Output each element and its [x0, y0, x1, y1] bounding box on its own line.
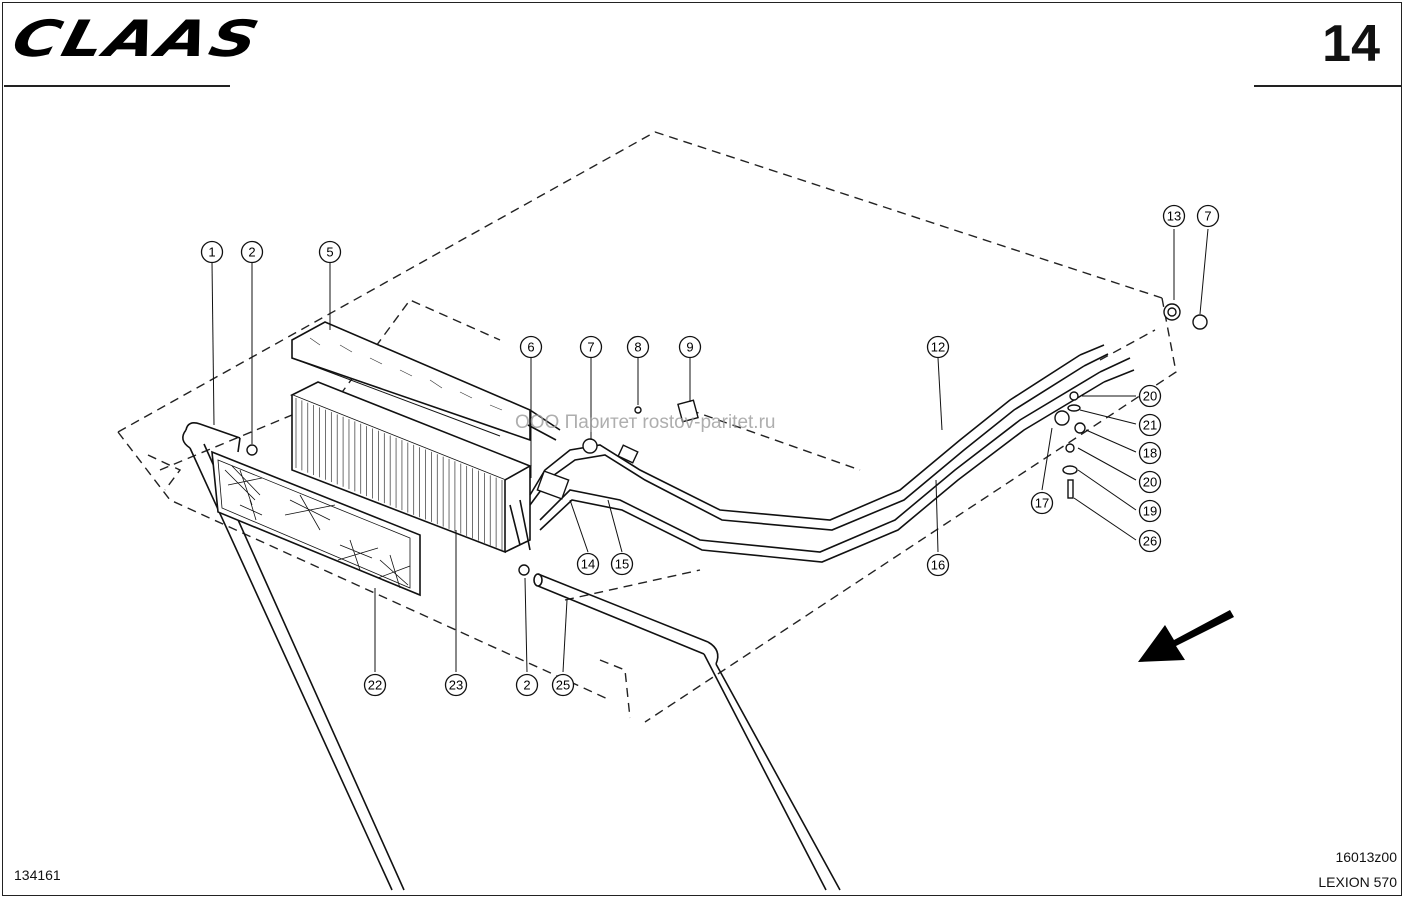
filter-pad [211, 450, 421, 597]
svg-text:12: 12 [931, 340, 945, 355]
drawing-reference: 134161 [14, 867, 61, 883]
leader-lines [211, 228, 1209, 673]
page-number: 14 [1322, 15, 1380, 73]
cover-panel [291, 321, 531, 442]
coolant-hoses [509, 344, 1135, 563]
svg-text:25: 25 [556, 678, 570, 693]
svg-text:2: 2 [523, 678, 530, 693]
svg-text:9: 9 [686, 340, 693, 355]
callout-9: 9 [678, 335, 702, 359]
callout-17: 17 [1030, 491, 1054, 515]
callout-20b: 20 [1138, 470, 1162, 494]
callout-7b: 7 [1196, 204, 1220, 228]
callout-5: 5 [318, 240, 342, 264]
svg-text:23: 23 [449, 678, 463, 693]
svg-text:20: 20 [1143, 475, 1157, 490]
callout-2b: 2 [515, 673, 539, 697]
svg-text:6: 6 [527, 340, 534, 355]
callout-13: 13 [1162, 204, 1186, 228]
svg-text:2: 2 [248, 245, 255, 260]
heat-exchanger [290, 381, 532, 554]
callout-7: 7 [579, 335, 603, 359]
hose-fittings [246, 303, 1208, 576]
callout-bubbles: 1 2 5 6 7 8 9 12 13 7 20 21 18 20 19 26 … [200, 204, 1220, 697]
arrow-icon [1138, 610, 1234, 662]
callout-8: 8 [626, 335, 650, 359]
callout-16: 16 [926, 553, 950, 577]
header-rule-left [4, 85, 230, 87]
svg-text:21: 21 [1143, 418, 1157, 433]
callout-23: 23 [444, 673, 468, 697]
svg-text:15: 15 [615, 557, 629, 572]
svg-text:7: 7 [1204, 209, 1211, 224]
part-reference: 16013z00 [1335, 849, 1397, 865]
callout-15: 15 [610, 552, 634, 576]
svg-text:8: 8 [634, 340, 641, 355]
svg-text:17: 17 [1035, 496, 1049, 511]
callout-2: 2 [240, 240, 264, 264]
header-rule-right [1254, 85, 1402, 87]
svg-text:19: 19 [1143, 504, 1157, 519]
callout-21: 21 [1138, 413, 1162, 437]
svg-text:7: 7 [587, 340, 594, 355]
svg-text:1: 1 [208, 245, 215, 260]
air-duct-right [533, 573, 841, 891]
svg-text:18: 18 [1143, 446, 1157, 461]
svg-text:16: 16 [931, 558, 945, 573]
callout-12: 12 [926, 335, 950, 359]
callout-22: 22 [363, 673, 387, 697]
svg-text:5: 5 [326, 245, 333, 260]
callout-19: 19 [1138, 499, 1162, 523]
callout-26: 26 [1138, 529, 1162, 553]
watermark-text: ООО Паритет rostov-paritet.ru [515, 412, 776, 433]
callout-1: 1 [200, 240, 224, 264]
callout-20: 20 [1138, 384, 1162, 408]
svg-text:22: 22 [368, 678, 382, 693]
svg-text:14: 14 [581, 557, 595, 572]
svg-text:20: 20 [1143, 389, 1157, 404]
svg-text:13: 13 [1167, 209, 1181, 224]
svg-text:26: 26 [1143, 534, 1157, 549]
callout-6: 6 [519, 335, 543, 359]
model-name: LEXION 570 [1318, 874, 1397, 890]
cab-roof-outline [117, 131, 1177, 723]
callout-18: 18 [1138, 441, 1162, 465]
callout-25: 25 [551, 673, 575, 697]
callout-14: 14 [576, 552, 600, 576]
